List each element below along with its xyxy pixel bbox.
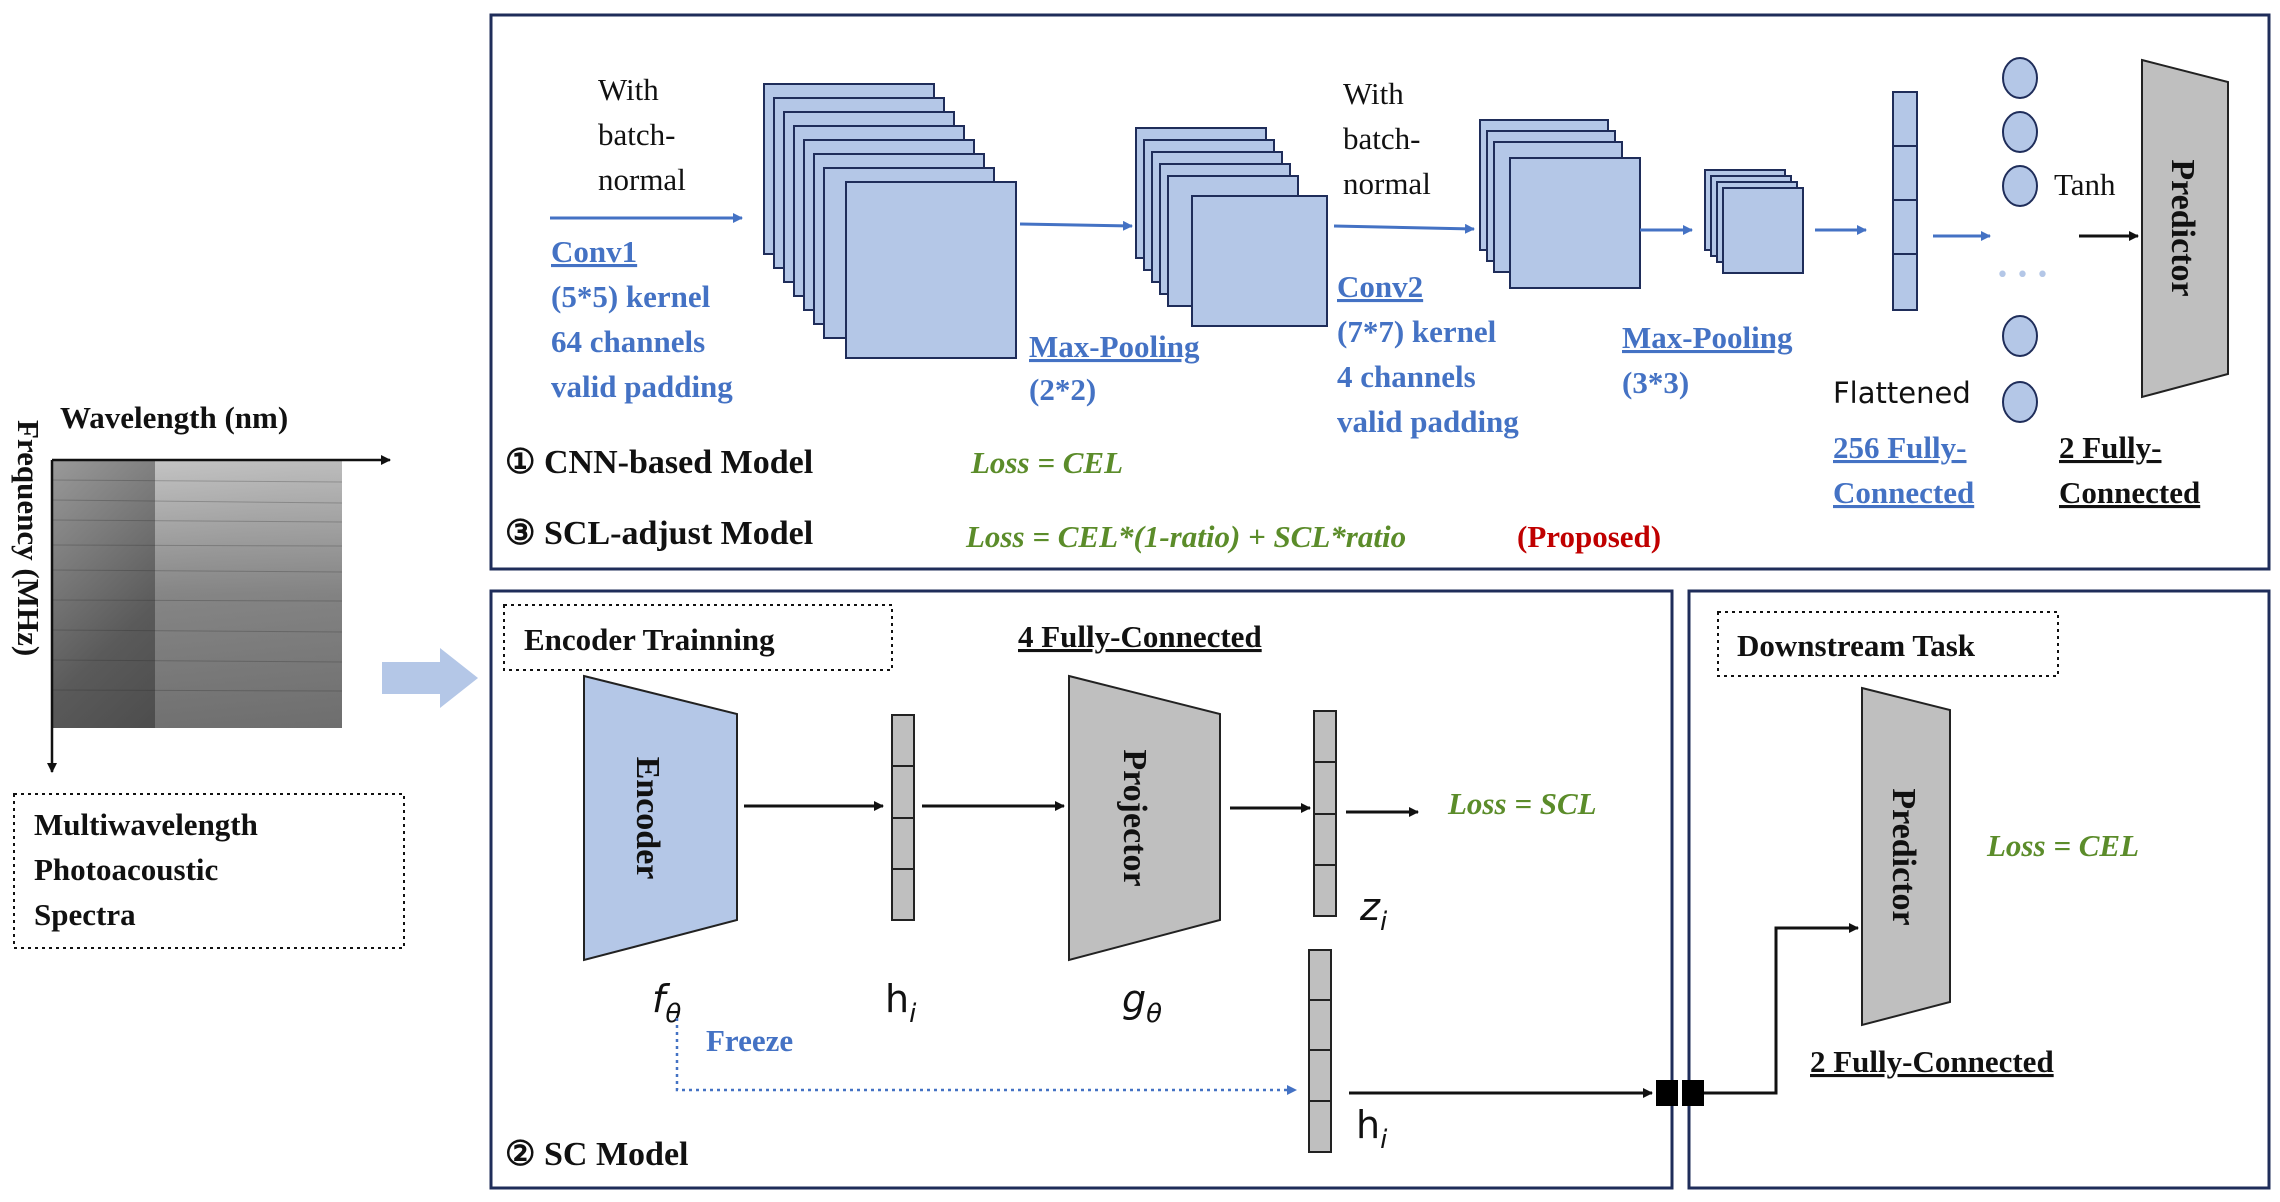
conv2-feature-maps [1479, 119, 1641, 289]
fc256-line-1: 256 Fully- [1833, 430, 1966, 465]
fc256-line-2: Connected [1833, 475, 1974, 510]
conv1-detail-2: 64 channels [551, 324, 705, 359]
pool1-title: Max-Pooling [1029, 329, 1200, 364]
freeze-label: Freeze [706, 1023, 793, 1058]
spectra-panel: Wavelength (nm) Frequency (MHz) Multiwav… [11, 400, 405, 949]
h-vector [891, 714, 915, 921]
model3-loss: Loss = CEL*(1-ratio) + SCL*ratio [965, 519, 1406, 554]
connector-right [1682, 1080, 1704, 1106]
model3-label: ③ SCL-adjust Model [505, 515, 813, 552]
y-axis-label: Frequency (MHz) [11, 420, 46, 656]
pool2-title: Max-Pooling [1622, 320, 1793, 355]
projector-block [1068, 674, 1221, 962]
cnn-panel: With batch- normal Conv1 (5*5) kernel 64… [489, 13, 2271, 571]
pool1-arrow [1019, 220, 1133, 231]
g-theta-label: gθ [1122, 977, 1162, 1029]
loss-scl-label: Loss = SCL [1447, 786, 1597, 821]
spectra-caption-line-1: Multiwavelength [34, 807, 258, 842]
f-theta-label: fθ [652, 977, 681, 1029]
conv1-detail-3: valid padding [551, 369, 733, 404]
conv1-note-line-3: normal [598, 162, 686, 197]
z-label: zi [1359, 885, 1388, 937]
projector-label: Projector [1116, 749, 1153, 886]
encoder-training-box [503, 604, 893, 671]
downstream-predictor-block [1861, 686, 1951, 1027]
spectra-caption-line-3: Spectra [34, 897, 136, 932]
spectra-lines [51, 479, 343, 692]
encoder-block [583, 674, 738, 962]
freeze-path [675, 1018, 1297, 1095]
downstream-input-line [1704, 923, 1859, 1095]
proposed-tag: (Proposed) [1517, 519, 1661, 554]
cnn-predictor-block [2141, 58, 2229, 399]
spectra-caption-box [13, 793, 405, 949]
conv1-title: Conv1 [551, 234, 637, 269]
cnn-fc2-line-2: Connected [2059, 475, 2200, 510]
model2-label: ② SC Model [505, 1136, 688, 1173]
downstream-predictor-label: Predictor [1885, 788, 1922, 925]
z-vector [1313, 710, 1337, 917]
model1-loss: Loss = CEL [970, 445, 1123, 480]
conv1-note-line-1: With [598, 72, 659, 107]
cnn-fc2-line-1: 2 Fully- [2059, 430, 2161, 465]
conv1-detail-1: (5*5) kernel [551, 279, 711, 314]
encoder-label: Encoder [629, 757, 666, 880]
pool1-detail: (2*2) [1029, 372, 1096, 407]
conv2-detail-1: (7*7) kernel [1337, 314, 1497, 349]
fc-neurons [2002, 57, 2038, 423]
conv2-note-line-2: batch- [1343, 121, 1420, 156]
downstream-task-label: Downstream Task [1737, 628, 1976, 663]
sc-panel-frame [489, 589, 1674, 1190]
neuron-ellipsis: • • • [1996, 263, 2049, 288]
flattened-vector [1892, 91, 1918, 311]
flattened-label: Flattened [1833, 376, 1971, 410]
frozen-h-vector [1308, 949, 1332, 1153]
conv1-note-line-2: batch- [598, 117, 675, 152]
downstream-task-box [1717, 611, 2059, 677]
conv1-feature-maps [763, 83, 1017, 359]
tanh-label: Tanh [2054, 167, 2116, 202]
conv2-note-line-3: normal [1343, 166, 1431, 201]
conv2-detail-3: valid padding [1337, 404, 1519, 439]
model1-label: ① CNN-based Model [505, 444, 813, 481]
input-flow-arrow [382, 648, 478, 708]
connector-left [1656, 1080, 1678, 1106]
sc-panel: Encoder Trainning 4 Fully-Connected Enco… [489, 589, 1678, 1190]
pool2-feature-maps [1704, 169, 1804, 274]
encoder-training-label: Encoder Trainning [524, 622, 775, 657]
downstream-panel: Downstream Task Predictor Loss = CEL 2 F… [1682, 589, 2271, 1190]
cnn-panel-frame [489, 13, 2271, 571]
conv2-arrow [1333, 223, 1475, 234]
spectra-caption-line-2: Photoacoustic [34, 852, 218, 887]
cnn-predictor-label: Predictor [2164, 159, 2201, 296]
conv2-note-line-1: With [1343, 76, 1404, 111]
conv2-title: Conv2 [1337, 269, 1423, 304]
conv2-detail-2: 4 channels [1337, 359, 1476, 394]
fc4-label: 4 Fully-Connected [1018, 619, 1262, 654]
pool1-feature-maps [1135, 127, 1328, 327]
h-label: hi [885, 977, 917, 1029]
downstream-loss-label: Loss = CEL [1986, 828, 2139, 863]
x-axis-label: Wavelength (nm) [60, 400, 288, 435]
pool2-detail: (3*3) [1622, 365, 1689, 400]
downstream-fc2-label: 2 Fully-Connected [1810, 1044, 2054, 1079]
frozen-h-label: hi [1356, 1103, 1388, 1155]
downstream-panel-frame [1687, 589, 2271, 1190]
spectra-image-right [155, 460, 342, 728]
